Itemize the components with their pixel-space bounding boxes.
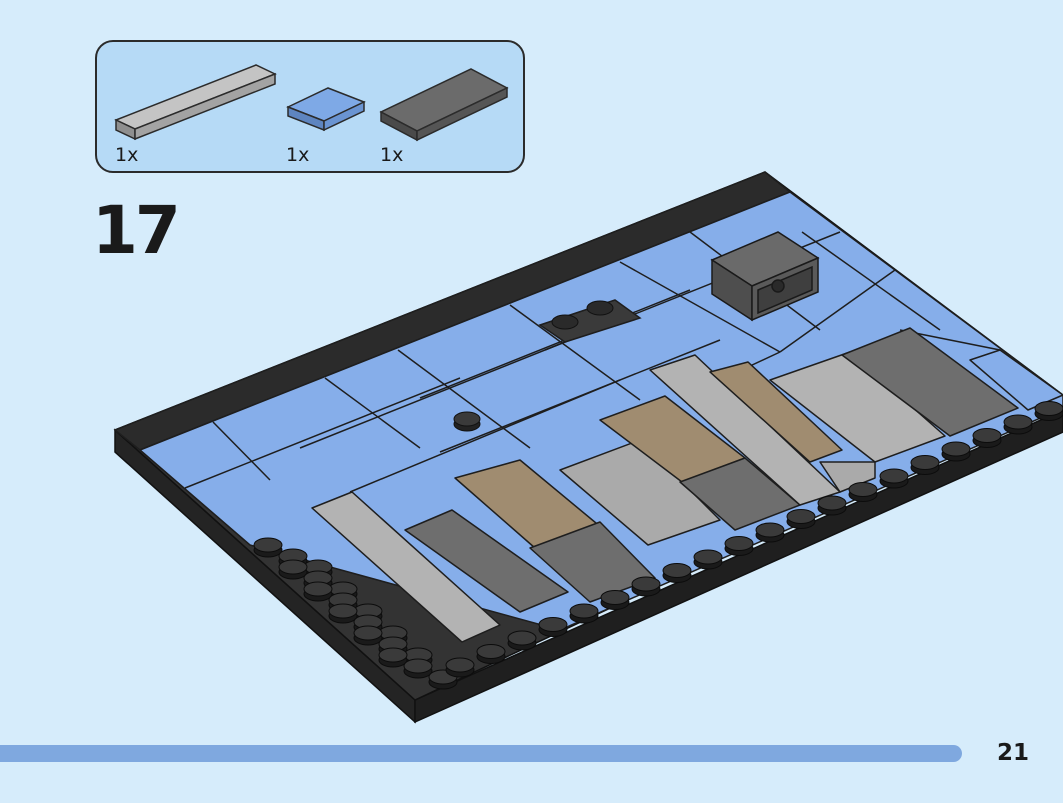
parts-illustration: [114, 64, 509, 142]
stud-top: [786, 509, 816, 524]
stud-top: [253, 537, 283, 553]
dark-plate-with-studs: [538, 299, 642, 343]
stud-top: [403, 658, 433, 674]
stud-top: [538, 617, 568, 632]
stud-top: [278, 559, 308, 575]
stud-top: [476, 644, 506, 659]
stud-top: [848, 482, 878, 497]
page-number: 21: [997, 740, 1030, 766]
parts-callout: 1x 1x 1x: [95, 40, 525, 173]
part-quantity-blue: 1x: [286, 144, 310, 166]
part-quantity-light-gray: 1x: [115, 144, 139, 166]
stud-top: [303, 581, 333, 597]
stud-top: [817, 495, 847, 511]
light-gray-tile-part: [114, 64, 277, 141]
stud-top: [755, 522, 785, 538]
model-illustration: [113, 171, 1063, 724]
stud-top: [879, 468, 909, 484]
stud-top: [1003, 414, 1033, 430]
stud-top: [631, 576, 661, 592]
baseplate-studs: [253, 401, 1063, 690]
stud-top: [600, 590, 630, 605]
stud-top: [941, 441, 971, 457]
stud-top: [662, 563, 692, 578]
stud-top: [1034, 401, 1063, 416]
stud-top: [910, 455, 940, 470]
stud-top: [328, 603, 358, 619]
dark-gray-tile-part: [379, 68, 509, 142]
progress-bar: [0, 745, 962, 762]
single-black-stud: [453, 411, 481, 432]
stud-top: [569, 603, 599, 619]
step-number: 17: [92, 192, 181, 269]
stud-top: [353, 625, 383, 641]
tile-layer: [114, 171, 1063, 643]
part-quantity-dark-gray: 1x: [380, 144, 404, 166]
stud-top: [972, 428, 1002, 443]
stud-top: [507, 630, 537, 646]
blue-tile-part: [286, 87, 366, 132]
dark-gray-drawer-brick: [710, 231, 820, 322]
stud-top: [378, 647, 408, 663]
stud-top: [693, 549, 723, 565]
stud-top: [445, 657, 475, 673]
stud-top: [724, 536, 754, 551]
